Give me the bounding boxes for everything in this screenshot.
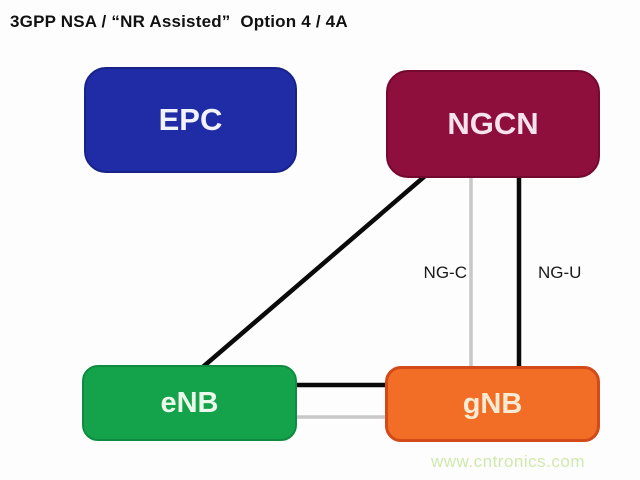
- node-gnb-label: gNB: [462, 387, 523, 420]
- edge-ngcn-enb: [195, 168, 434, 374]
- node-enb-label: eNB: [160, 386, 219, 419]
- node-enb: eNB: [82, 365, 297, 441]
- node-epc: EPC: [84, 67, 297, 173]
- node-epc-label: EPC: [158, 102, 223, 137]
- node-gnb: gNB: [385, 366, 600, 442]
- node-ngcn: NGCN: [386, 70, 600, 178]
- diagram-title: 3GPP NSA / “NR Assisted” Option 4 / 4A: [10, 12, 348, 31]
- edge-label-ng-c: NG-C: [423, 263, 467, 282]
- watermark-text: www.cntronics.com: [431, 452, 585, 471]
- edge-label-ng-u: NG-U: [538, 263, 582, 282]
- node-ngcn-label: NGCN: [447, 106, 539, 141]
